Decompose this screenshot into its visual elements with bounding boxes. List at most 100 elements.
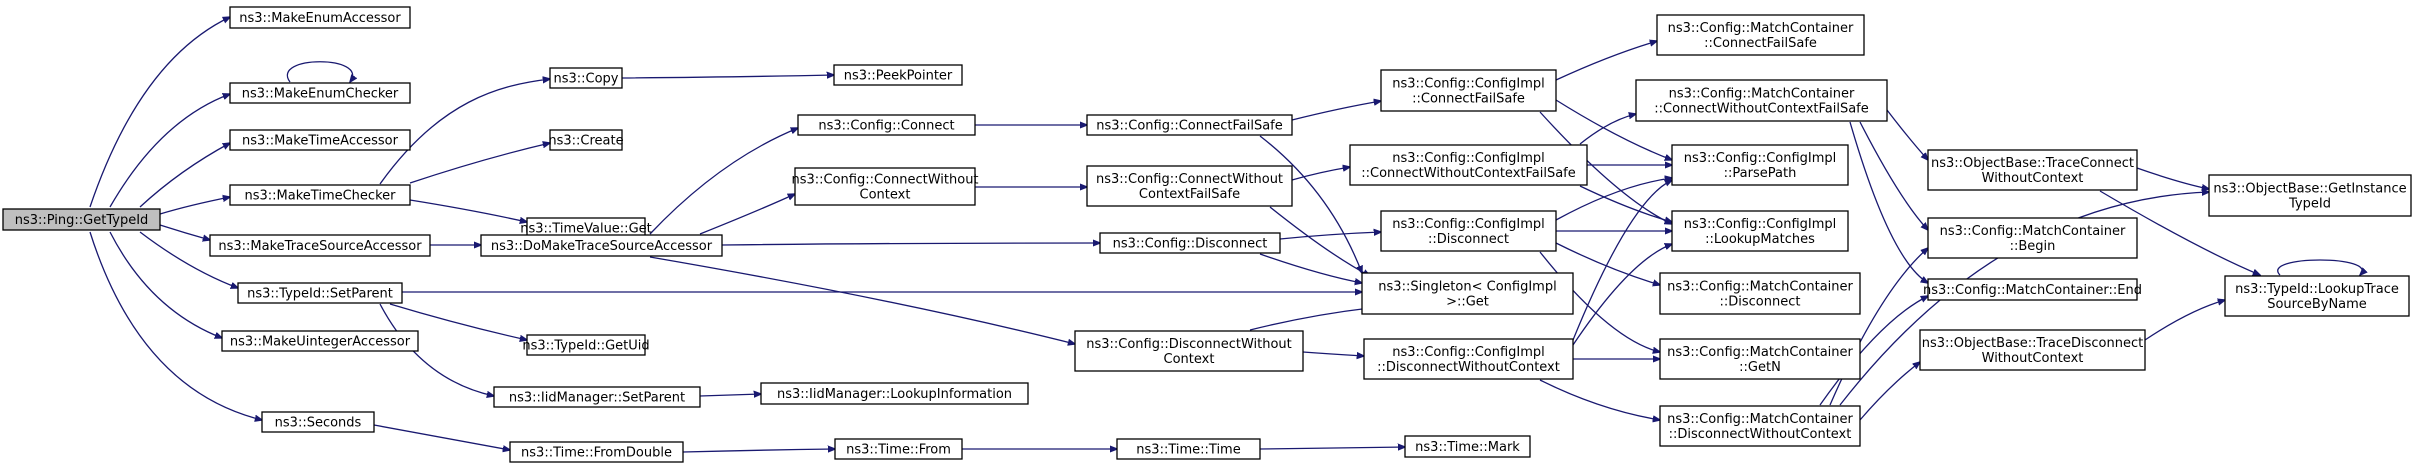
node-seconds[interactable]: ns3::Seconds [261, 411, 375, 433]
node-label-iidManagerLookupInformation-0: ns3::IidManager::LookupInformation [777, 387, 1012, 402]
node-implParsePath[interactable]: ns3::Config::ConfigImpl::ParsePath [1671, 144, 1849, 186]
node-box-implConnectFailSafe [1380, 69, 1557, 112]
node-label-makeEnumAccessor-0: ns3::MakeEnumAccessor [239, 11, 401, 26]
edge-typeIdLookupTraceSourceByName-to-typeIdLookupTraceSourceByName [2277, 259, 2363, 275]
node-label-typeIdLookupTraceSourceByName-1: SourceByName [2267, 297, 2367, 312]
edge-implDisconnect-to-mcGetN [1539, 251, 1660, 352]
edge-timeFromDouble-to-timeFrom [682, 449, 835, 452]
node-timeFrom[interactable]: ns3::Time::From [834, 438, 963, 460]
node-mcBegin[interactable]: ns3::Config::MatchContainer::Begin [1927, 217, 2138, 259]
node-iidManagerLookupInformation[interactable]: ns3::IidManager::LookupInformation [760, 382, 1029, 405]
node-box-getTypeId [2, 208, 161, 231]
edge-configDisconnectWithoutContext-to-singletonGet [1249, 308, 1370, 331]
edge-implDisconnectWithoutContext-to-implLookupMatches [1572, 244, 1672, 346]
node-typeIdGetUid[interactable]: ns3::TypeId::GetUid [522, 334, 650, 356]
edge-doMakeTraceSourceAccessor-to-configConnectWithoutContext [699, 194, 795, 235]
node-box-mcConnectFailSafe [1656, 14, 1865, 56]
node-makeTimeChecker[interactable]: ns3::MakeTimeChecker [229, 184, 411, 206]
node-doMakeTraceSourceAccessor[interactable]: ns3::DoMakeTraceSourceAccessor [480, 234, 723, 257]
edge-getTypeId-to-makeTimeAccessor [139, 143, 230, 208]
edge-doMakeTraceSourceAccessor-to-configDisconnect [721, 243, 1100, 245]
node-timeTime[interactable]: ns3::Time::Time [1116, 438, 1261, 460]
node-label-timeValueGet-0: ns3::TimeValue::Get [520, 222, 652, 237]
node-objTraceConnectWithoutContext[interactable]: ns3::ObjectBase::TraceConnectWithoutCont… [1927, 149, 2138, 191]
node-box-peekPointer [833, 64, 963, 86]
node-box-makeTimeAccessor [229, 129, 411, 151]
node-implConnectFailSafe[interactable]: ns3::Config::ConfigImpl::ConnectFailSafe [1380, 69, 1557, 112]
node-label-mcDisconnect-0: ns3::Config::MatchContainer [1667, 280, 1853, 295]
edge-implConnectWithoutContextFailSafe-to-implLookupMatches [1579, 185, 1672, 222]
node-configConnectWithoutContext[interactable]: ns3::Config::ConnectWithoutContext [791, 167, 979, 206]
node-label-typeIdGetUid-0: ns3::TypeId::GetUid [522, 339, 649, 354]
node-timeValueGet[interactable]: ns3::TimeValue::Get [520, 217, 652, 239]
node-box-mcDisconnectWithoutContext [1659, 405, 1861, 447]
node-copy[interactable]: ns3::Copy [549, 67, 623, 89]
node-mcConnectFailSafe[interactable]: ns3::Config::MatchContainer::ConnectFail… [1656, 14, 1865, 56]
node-objTraceDisconnectWithoutContext[interactable]: ns3::ObjectBase::TraceDisconnectWithoutC… [1919, 329, 2146, 371]
node-box-configConnectWithoutContext [794, 167, 976, 206]
node-iidManagerSetParent[interactable]: ns3::IidManager::SetParent [493, 386, 701, 408]
node-mcGetN[interactable]: ns3::Config::MatchContainer::GetN [1659, 338, 1861, 380]
node-typeIdSetParent[interactable]: ns3::TypeId::SetParent [237, 282, 403, 304]
edge-objTraceConnectWithoutContext-to-objGetInstanceTypeId [2136, 167, 2209, 189]
node-mcDisconnect[interactable]: ns3::Config::MatchContainer::Disconnect [1659, 272, 1861, 315]
node-makeEnumChecker[interactable]: ns3::MakeEnumChecker [229, 82, 411, 104]
node-singletonGet[interactable]: ns3::Singleton< ConfigImpl >::Get [1361, 272, 1574, 315]
edge-makeTimeChecker-to-timeValueGet [409, 199, 527, 222]
edge-implDisconnectWithoutContext-to-mcDisconnectWithoutContext [1539, 379, 1660, 420]
node-makeUintegerAccessor[interactable]: ns3::MakeUintegerAccessor [221, 330, 419, 352]
node-box-seconds [261, 411, 375, 433]
edge-mcConnectWithoutContextFailSafe-to-objTraceConnectWithoutContext [1886, 109, 1928, 160]
node-timeMark[interactable]: ns3::Time::Mark [1404, 435, 1531, 458]
node-box-objGetInstanceTypeId [2208, 174, 2412, 217]
node-configConnectFailSafe[interactable]: ns3::Config::ConnectFailSafe [1086, 114, 1293, 136]
node-configDisconnect[interactable]: ns3::Config::Disconnect [1099, 232, 1281, 254]
node-implDisconnect[interactable]: ns3::Config::ConfigImpl::Disconnect [1380, 210, 1557, 252]
node-label-implParsePath-0: ns3::Config::ConfigImpl [1684, 151, 1837, 166]
node-label-implConnectFailSafe-1: ::ConnectFailSafe [1412, 92, 1525, 107]
node-box-iidManagerLookupInformation [760, 382, 1029, 405]
node-makeTimeAccessor[interactable]: ns3::MakeTimeAccessor [229, 129, 411, 151]
node-box-mcBegin [1927, 217, 2138, 259]
node-box-objTraceDisconnectWithoutContext [1919, 329, 2146, 371]
node-label-mcEnd-0: ns3::Config::MatchContainer::End [1923, 283, 2142, 298]
node-create[interactable]: ns3::Create [548, 129, 624, 151]
node-mcEnd[interactable]: ns3::Config::MatchContainer::End [1923, 278, 2142, 301]
edge-getTypeId-to-seconds [89, 231, 262, 420]
node-label-makeTimeChecker-0: ns3::MakeTimeChecker [245, 189, 397, 204]
node-box-configConnectWithoutContextFailSafe [1086, 165, 1293, 207]
node-label-configConnect-0: ns3::Config::Connect [818, 119, 954, 134]
node-getTypeId[interactable]: ns3::Ping::GetTypeId [2, 208, 161, 231]
node-box-typeIdSetParent [237, 282, 403, 304]
node-box-create [549, 129, 623, 151]
edge-getTypeId-to-makeEnumAccessor [89, 17, 230, 208]
node-box-configConnect [797, 114, 976, 136]
edge-configConnectFailSafe-to-singletonGet [1259, 135, 1362, 273]
edge-timeTime-to-timeMark [1259, 447, 1405, 449]
node-configConnectWithoutContextFailSafe[interactable]: ns3::Config::ConnectWithoutContextFailSa… [1086, 165, 1293, 207]
node-label-makeEnumChecker-0: ns3::MakeEnumChecker [242, 87, 399, 102]
node-label-objGetInstanceTypeId-0: ns3::ObjectBase::GetInstance [2213, 182, 2406, 197]
node-mcConnectWithoutContextFailSafe[interactable]: ns3::Config::MatchContainer::ConnectWith… [1635, 79, 1888, 122]
node-label-implLookupMatches-0: ns3::Config::ConfigImpl [1684, 217, 1837, 232]
node-label-objTraceDisconnectWithoutContext-0: ns3::ObjectBase::TraceDisconnect [1922, 336, 2144, 351]
node-box-configDisconnect [1099, 232, 1281, 254]
node-mcDisconnectWithoutContext[interactable]: ns3::Config::MatchContainer::DisconnectW… [1659, 405, 1861, 447]
node-configDisconnectWithoutContext[interactable]: ns3::Config::DisconnectWithoutContext [1074, 330, 1304, 372]
node-timeFromDouble[interactable]: ns3::Time::FromDouble [509, 441, 684, 463]
node-makeEnumAccessor[interactable]: ns3::MakeEnumAccessor [229, 6, 411, 29]
node-peekPointer[interactable]: ns3::PeekPointer [833, 64, 963, 86]
node-label-makeTimeAccessor-0: ns3::MakeTimeAccessor [242, 134, 399, 149]
node-makeTraceSourceAccessor[interactable]: ns3::MakeTraceSourceAccessor [209, 234, 431, 257]
node-implDisconnectWithoutContext[interactable]: ns3::Config::ConfigImpl::DisconnectWitho… [1363, 338, 1574, 380]
node-box-doMakeTraceSourceAccessor [480, 234, 723, 257]
node-implConnectWithoutContextFailSafe[interactable]: ns3::Config::ConfigImpl::ConnectWithoutC… [1349, 144, 1588, 186]
node-label-mcConnectWithoutContextFailSafe-1: ::ConnectWithoutContextFailSafe [1654, 102, 1869, 117]
node-configConnect[interactable]: ns3::Config::Connect [797, 114, 976, 136]
node-box-implParsePath [1671, 144, 1849, 186]
edge-getTypeId-to-makeEnumChecker [109, 94, 230, 208]
node-implLookupMatches[interactable]: ns3::Config::ConfigImpl::LookupMatches [1671, 210, 1849, 252]
node-box-mcDisconnect [1659, 272, 1861, 315]
